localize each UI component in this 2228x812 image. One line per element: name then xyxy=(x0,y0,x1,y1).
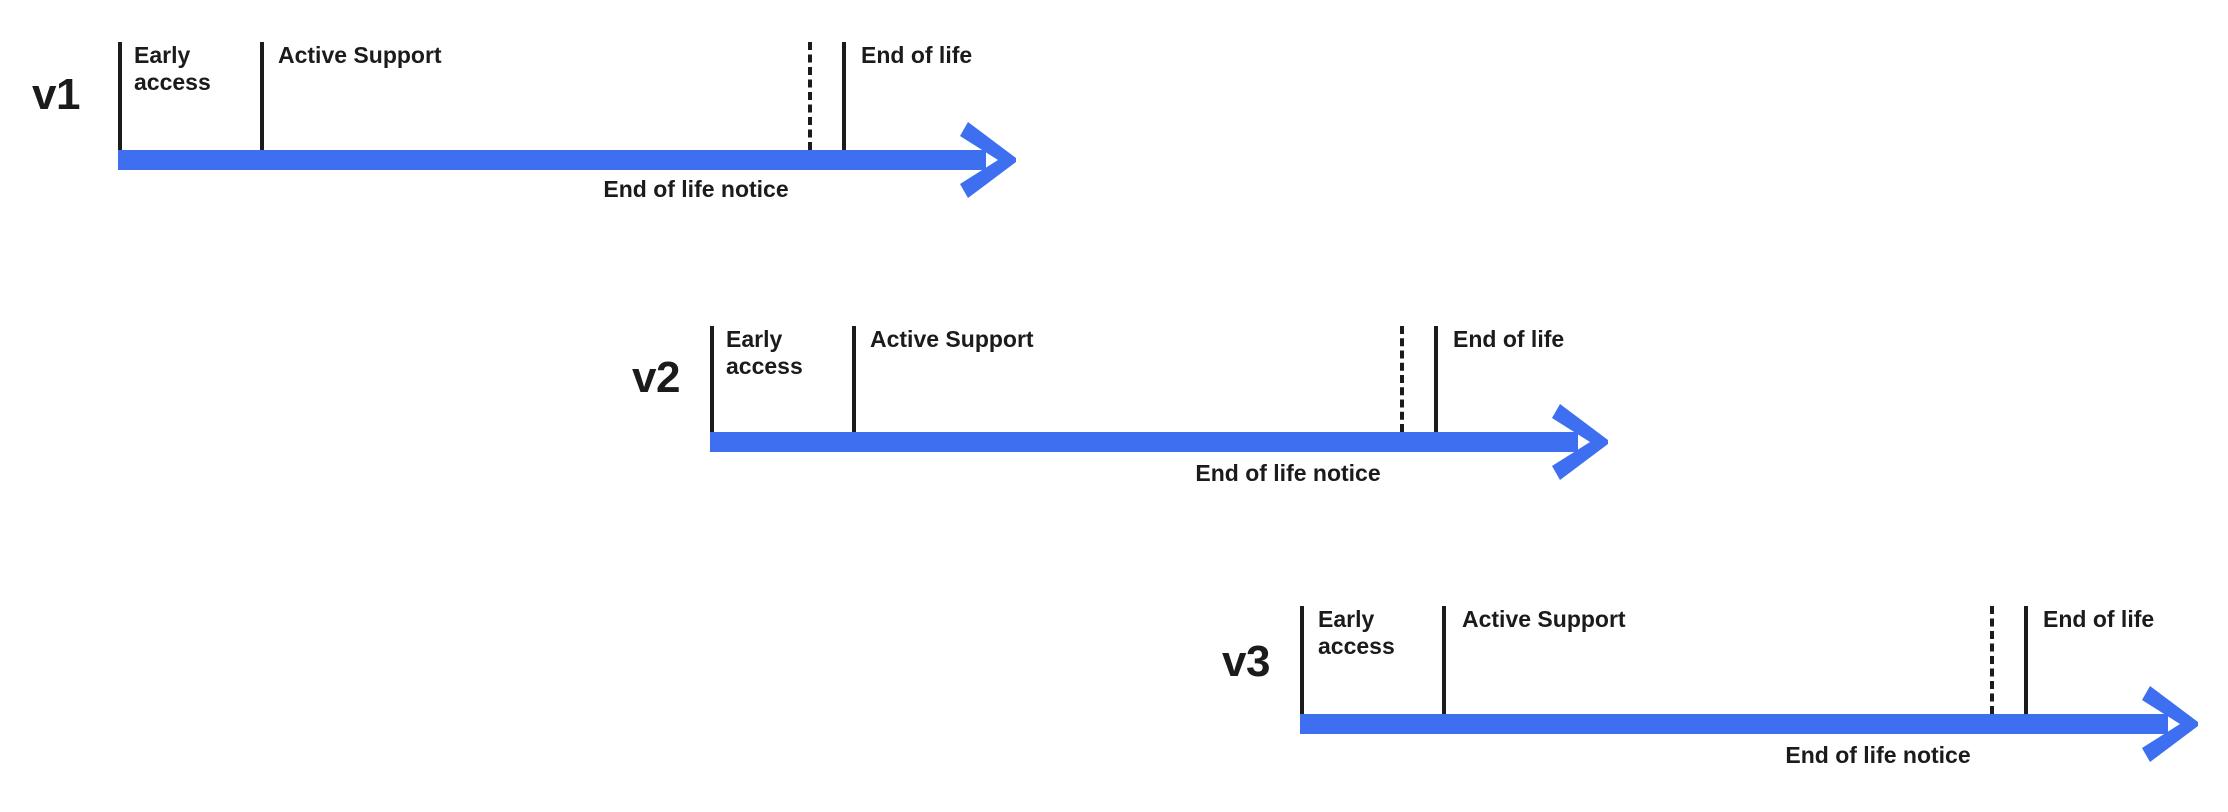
phase-divider-solid-v2-0 xyxy=(710,326,714,432)
phase-divider-solid-v2-3 xyxy=(1434,326,1438,432)
phase-divider-solid-v1-3 xyxy=(842,42,846,150)
lifecycle-bar-v2 xyxy=(710,432,1578,452)
phase-divider-dashed-v2-2 xyxy=(1400,326,1404,432)
phase-divider-dashed-v1-2 xyxy=(808,42,812,150)
version-label-v3: v3 xyxy=(1222,637,1270,686)
phase-divider-solid-v1-1 xyxy=(260,42,264,150)
phase-divider-solid-v3-3 xyxy=(2024,606,2028,714)
phase-label-v2-0: Early access xyxy=(726,326,803,379)
lifecycle-bar-v1 xyxy=(118,150,986,170)
phase-divider-solid-v3-1 xyxy=(1442,606,1446,714)
phase-label-v2-2: End of life xyxy=(1453,326,1565,352)
phase-label-v3-0: Early access xyxy=(1318,606,1395,659)
version-label-v2: v2 xyxy=(632,353,680,402)
phase-label-v1-0: Early access xyxy=(134,42,211,95)
phase-divider-solid-v3-0 xyxy=(1300,606,1304,714)
phase-label-v1-1: Active Support xyxy=(278,42,442,68)
arrow-right-chevron-icon xyxy=(2140,682,2202,766)
phase-divider-solid-v1-0 xyxy=(118,42,122,150)
end-of-life-notice-label-v1: End of life notice xyxy=(603,176,789,202)
end-of-life-notice-label-v2: End of life notice xyxy=(1195,460,1381,486)
version-label-v1: v1 xyxy=(32,70,80,119)
arrow-right-chevron-icon xyxy=(1550,400,1612,484)
phase-label-v1-2: End of life xyxy=(861,42,973,68)
phase-divider-dashed-v3-2 xyxy=(1990,606,1994,714)
phase-label-v3-2: End of life xyxy=(2043,606,2155,632)
lifecycle-bar-v3 xyxy=(1300,714,2168,734)
end-of-life-notice-label-v3: End of life notice xyxy=(1785,742,1971,768)
arrow-right-chevron-icon xyxy=(958,118,1020,202)
phase-label-v2-1: Active Support xyxy=(870,326,1034,352)
phase-label-v3-1: Active Support xyxy=(1462,606,1626,632)
phase-divider-solid-v2-1 xyxy=(852,326,856,432)
